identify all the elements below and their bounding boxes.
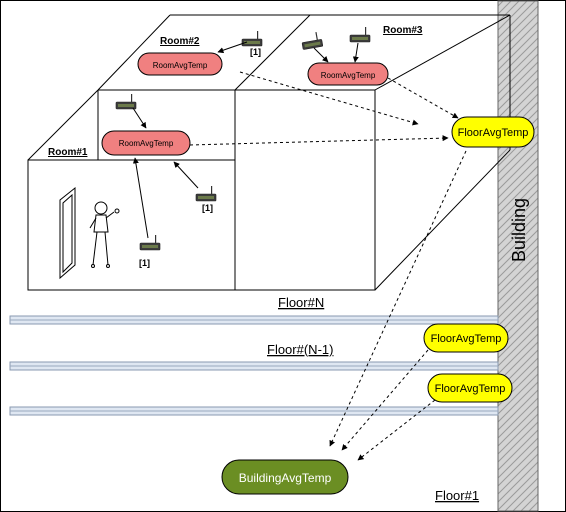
sensor-arrows bbox=[132, 41, 359, 239]
door-icon bbox=[59, 186, 76, 280]
svg-text:RoomAvgTemp: RoomAvgTemp bbox=[321, 71, 376, 80]
floor-avg-node: FloorAvgTemp bbox=[451, 116, 535, 148]
sensor-ref-label: [1] bbox=[139, 258, 150, 268]
floor-label: Floor#N bbox=[278, 295, 324, 310]
room-avg-node: RoomAvgTemp bbox=[307, 62, 389, 86]
room-label: Room#2 bbox=[160, 36, 200, 47]
floor-label: Floor#1 bbox=[435, 488, 479, 503]
room-label: Room#1 bbox=[48, 147, 88, 158]
svg-text:FloorAvgTemp: FloorAvgTemp bbox=[435, 383, 506, 395]
building-label: Building bbox=[509, 198, 529, 262]
floor-avg-node: FloorAvgTemp bbox=[427, 373, 513, 403]
building-avg-node: BuildingAvgTemp bbox=[221, 459, 349, 495]
floor-label: Floor#(N-1) bbox=[267, 342, 333, 357]
floor-avg-node: FloorAvgTemp bbox=[423, 323, 509, 353]
room-avg-node: RoomAvgTemp bbox=[137, 52, 223, 76]
svg-text:BuildingAvgTemp: BuildingAvgTemp bbox=[239, 471, 332, 485]
person-icon bbox=[89, 201, 120, 268]
aggregation-arrows bbox=[189, 71, 467, 461]
svg-text:FloorAvgTemp: FloorAvgTemp bbox=[458, 127, 529, 139]
svg-text:RoomAvgTemp: RoomAvgTemp bbox=[153, 61, 208, 70]
floor-slabs bbox=[9, 315, 499, 416]
building-wall bbox=[497, 0, 539, 512]
sensor-ref-label: [1] bbox=[250, 47, 261, 57]
room-label: Room#3 bbox=[383, 25, 423, 36]
svg-text:RoomAvgTemp: RoomAvgTemp bbox=[119, 139, 174, 148]
sensor-ref-label: [1] bbox=[202, 203, 213, 213]
svg-text:FloorAvgTemp: FloorAvgTemp bbox=[431, 333, 502, 345]
room-avg-node: RoomAvgTemp bbox=[101, 130, 191, 156]
